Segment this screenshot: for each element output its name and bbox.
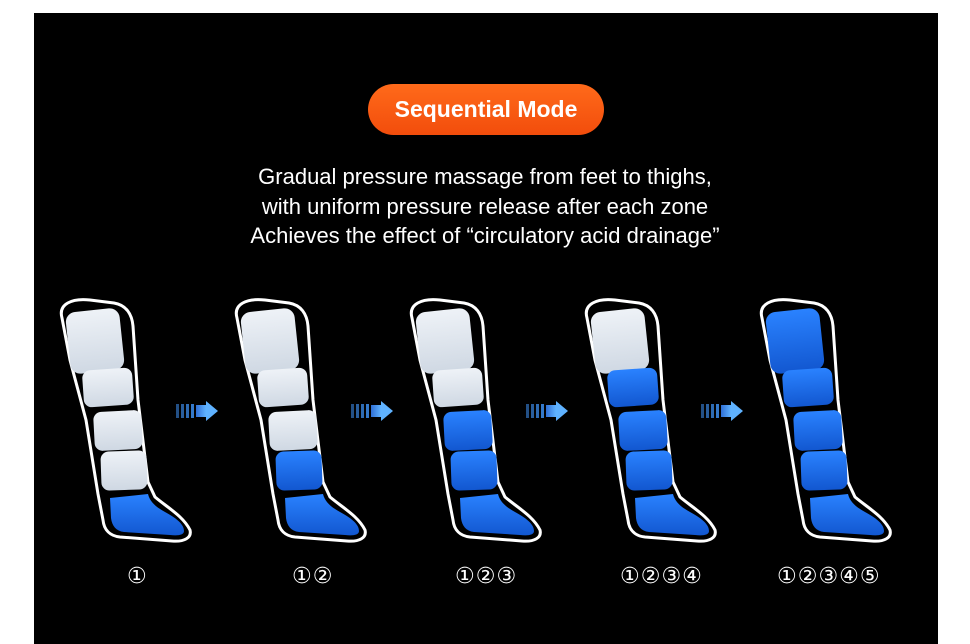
- right-arrow-icon: [526, 401, 568, 421]
- mode-title-badge: Sequential Mode: [368, 84, 604, 135]
- step-label: ①②: [292, 564, 334, 589]
- arrow-head: [381, 401, 393, 421]
- step-label: ①: [127, 564, 148, 589]
- active-zone: [460, 494, 534, 536]
- active-zone: [285, 494, 359, 536]
- inactive-zone: [257, 367, 309, 408]
- step-label: ①②③④⑤: [777, 564, 881, 589]
- arrow-bar: [351, 404, 354, 418]
- active-zone: [275, 450, 323, 491]
- leg-sleeve-icon: [409, 298, 542, 543]
- arrow-bar: [531, 404, 534, 418]
- right-arrow-icon: [701, 401, 743, 421]
- arrow-bar: [181, 404, 184, 418]
- active-zone: [765, 308, 825, 374]
- inactive-zone: [240, 308, 300, 374]
- step-label: ①②③: [455, 564, 518, 589]
- description-line-1: Gradual pressure massage from feet to th…: [258, 164, 712, 189]
- active-zone: [635, 494, 709, 536]
- active-zone: [810, 494, 884, 536]
- right-arrow-icon: [176, 401, 218, 421]
- arrow-shaft: [371, 405, 381, 417]
- step-label: ①②③④: [620, 564, 703, 589]
- leg-sleeve-icon: [59, 298, 192, 543]
- active-zone: [618, 410, 668, 451]
- arrow-bar: [711, 404, 714, 418]
- arrow-head: [556, 401, 568, 421]
- active-zone: [782, 367, 834, 408]
- arrow-bar: [706, 404, 709, 418]
- arrow-bar: [536, 404, 539, 418]
- arrow-shaft: [196, 405, 206, 417]
- inactive-zone: [93, 410, 143, 451]
- active-zone: [443, 410, 493, 451]
- inactive-zone: [268, 410, 318, 451]
- arrow-head: [206, 401, 218, 421]
- active-zone: [625, 450, 673, 491]
- arrow-shaft: [546, 405, 556, 417]
- inactive-zone: [65, 308, 125, 374]
- inactive-zone: [590, 308, 650, 374]
- arrow-bar: [176, 404, 179, 418]
- description-line-3: Achieves the effect of “circulatory acid…: [250, 223, 720, 248]
- leg-sleeve-icon: [759, 298, 892, 543]
- inactive-zone: [432, 367, 484, 408]
- active-zone: [607, 367, 659, 408]
- arrow-bar: [356, 404, 359, 418]
- inactive-zone: [82, 367, 134, 408]
- arrow-bar: [716, 404, 719, 418]
- active-zone: [800, 450, 848, 491]
- arrow-bar: [191, 404, 194, 418]
- arrow-bar: [186, 404, 189, 418]
- arrow-head: [731, 401, 743, 421]
- description-line-2: with uniform pressure release after each…: [261, 194, 709, 219]
- leg-sleeve-icon: [234, 298, 367, 543]
- arrow-bar: [366, 404, 369, 418]
- right-arrow-icon: [351, 401, 393, 421]
- arrow-bar: [701, 404, 704, 418]
- active-zone: [793, 410, 843, 451]
- inactive-zone: [100, 450, 148, 491]
- arrow-bar: [361, 404, 364, 418]
- leg-sleeve-icon: [584, 298, 717, 543]
- arrow-bar: [541, 404, 544, 418]
- active-zone: [110, 494, 184, 536]
- arrow-shaft: [721, 405, 731, 417]
- active-zone: [450, 450, 498, 491]
- inactive-zone: [415, 308, 475, 374]
- arrow-bar: [526, 404, 529, 418]
